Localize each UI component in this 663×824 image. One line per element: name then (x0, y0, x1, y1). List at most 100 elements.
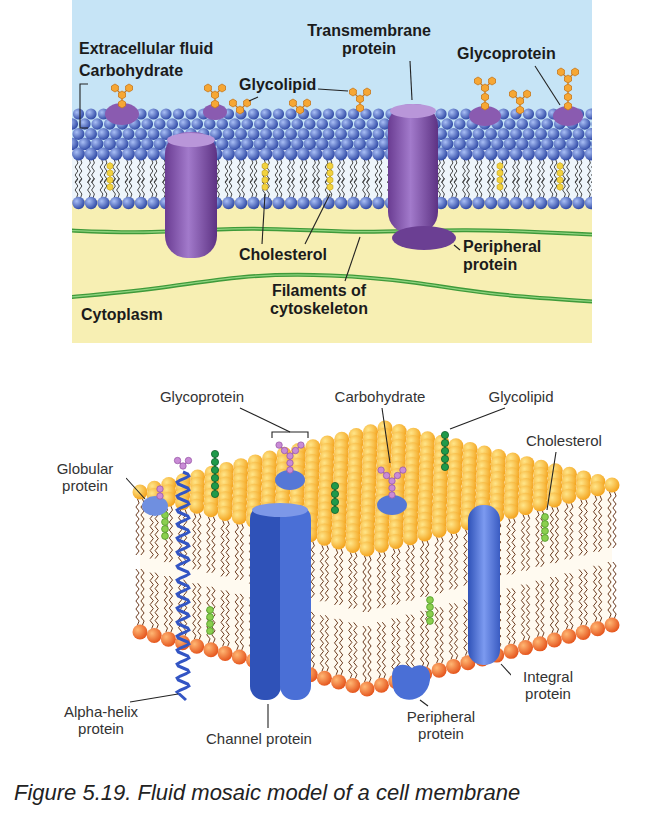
fatty-acid-tail (526, 585, 529, 641)
fatty-acid-tail (397, 549, 400, 605)
fatty-acid-tail (125, 178, 128, 198)
bead-unit (441, 447, 448, 454)
cholesterol-unit (327, 184, 333, 191)
cholesterol-unit (107, 177, 113, 184)
fatty-acid-tail (217, 178, 220, 198)
fatty-acid-tail (169, 576, 172, 632)
leader-line (249, 97, 258, 101)
phospholipid-head (72, 148, 85, 161)
fatty-acid-tail (92, 178, 95, 198)
fatty-acid-tail (300, 178, 303, 198)
phospholipid-head (448, 108, 459, 119)
phospholipid-head (85, 148, 98, 161)
sugar-unit (565, 102, 572, 110)
protein-top (167, 133, 215, 147)
sugar-unit (364, 88, 371, 96)
phospholipid-head (110, 148, 123, 161)
cholesterol-unit (497, 170, 503, 177)
phospholipid-head (316, 118, 328, 130)
fatty-acid-tail (75, 178, 78, 198)
fatty-acid-tail (250, 178, 253, 198)
fatty-acid-tail (240, 594, 243, 650)
phospholipid-head (605, 478, 620, 493)
phospholipid-head (504, 118, 516, 130)
fatty-acid-tail (512, 518, 515, 574)
phospholipid-head (561, 489, 576, 504)
cholesterol-unit (107, 184, 113, 191)
phospholipid-head (532, 636, 547, 651)
cholesterol-unit (557, 177, 563, 184)
phospholipid-head (374, 678, 389, 693)
phospholipid-head (285, 148, 298, 161)
phospholipid-head (272, 148, 285, 161)
phospholipid-head (454, 118, 466, 130)
phospholipid-head (161, 632, 176, 647)
carbohydrate-chain (558, 68, 579, 110)
fatty-acid-tail (613, 562, 616, 618)
fatty-acid-tail (570, 503, 573, 559)
phospholipid-head (147, 628, 162, 643)
phospholipid-head (72, 197, 84, 209)
fatty-acid-tail (198, 513, 201, 569)
fatty-acid-tail (235, 524, 238, 580)
fatty-acid-tail (313, 178, 316, 198)
bead-unit (400, 467, 406, 473)
phospholipid-head (347, 148, 360, 161)
leader-line (454, 245, 460, 250)
part-label: Glycoprotein (159, 388, 245, 405)
bead-unit (427, 611, 434, 618)
leader-line (410, 61, 412, 100)
phospholipid-head (345, 538, 360, 553)
sugar-unit (304, 99, 311, 107)
fatty-acid-tail (335, 619, 338, 675)
phospholipid-head (417, 526, 432, 541)
fatty-acid-tail (368, 626, 371, 682)
phospholipid-head (432, 523, 447, 538)
phospholipid-head (273, 108, 284, 119)
phospholipid-head (585, 197, 592, 209)
phospholipid-head (354, 118, 366, 130)
bead-unit (331, 498, 338, 505)
phospholipid-head (331, 674, 346, 689)
phospholipid-head (535, 148, 548, 161)
fatty-acid-tail (363, 178, 366, 198)
channel-protein-half (250, 505, 281, 700)
phospholipid-head (590, 621, 605, 636)
bead-unit (383, 472, 389, 478)
cholesterol-unit (497, 163, 503, 170)
fatty-acid-tail (154, 178, 157, 198)
phospholipid-head (97, 197, 109, 209)
fatty-acid-tail (226, 590, 229, 646)
fatty-acid-tail (207, 517, 210, 573)
phospholipid-head (279, 118, 291, 130)
fatty-acid-tail (254, 178, 257, 198)
integral-protein (468, 505, 500, 665)
bead-unit (162, 526, 169, 533)
fatty-acid-tail (275, 178, 278, 198)
phospholipid-head (576, 485, 591, 500)
phospholipid-head (260, 108, 271, 119)
phospholipid-head (141, 118, 153, 130)
bead-chain (174, 457, 191, 469)
fatty-acid-tail (325, 615, 328, 671)
bead-chain (542, 514, 549, 542)
part-label: Channel protein (205, 730, 313, 747)
phospholipid-head (216, 118, 228, 130)
phospholipid-head (91, 118, 103, 130)
fatty-acid-tail (554, 178, 557, 198)
phospholipid-head (497, 148, 510, 161)
cholesterol-unit (262, 177, 268, 184)
leader-line (130, 694, 178, 702)
fatty-acid-tail (235, 594, 238, 650)
bead-unit (427, 597, 434, 604)
fatty-acid-tail (521, 585, 524, 641)
fatty-acid-tail (193, 583, 196, 639)
lipid-tails (72, 159, 592, 198)
fatty-acid-tail (550, 507, 553, 563)
phospholipid-head (248, 108, 259, 119)
bead-unit (292, 447, 298, 453)
bead-unit (331, 490, 338, 497)
fatty-acid-tail (492, 178, 495, 198)
bead-unit (211, 450, 218, 457)
phospholipid-head (560, 148, 573, 161)
